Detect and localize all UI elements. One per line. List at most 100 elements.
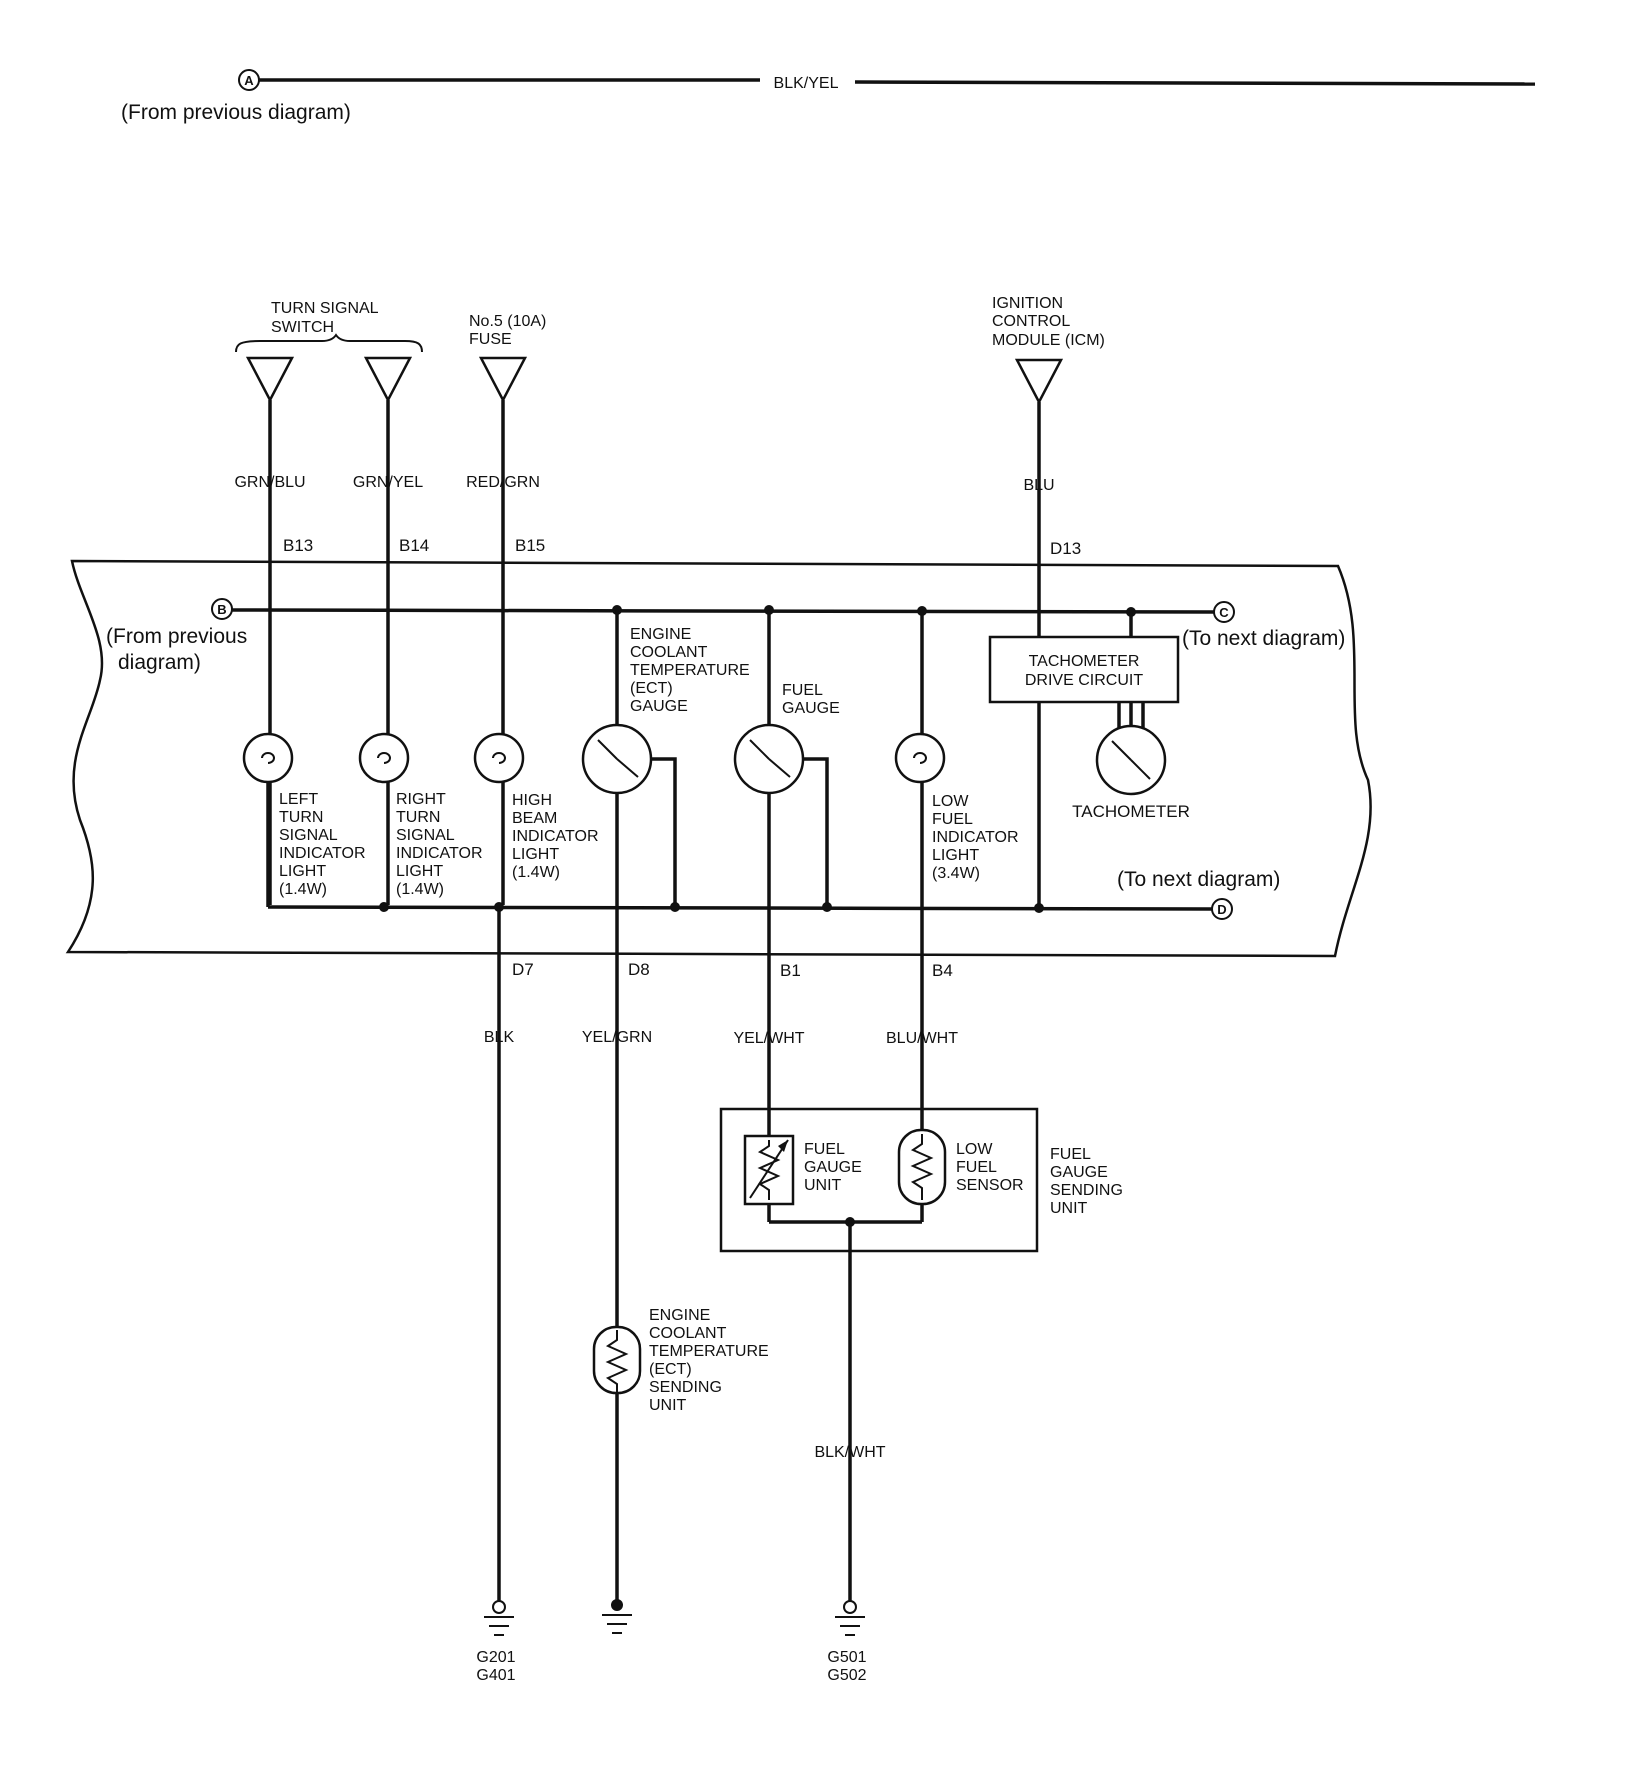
pin-b4: B4 — [932, 961, 953, 980]
turn-signal-switch: TURN SIGNAL SWITCH — [235, 300, 423, 403]
pin-b13: B13 — [283, 536, 313, 555]
svg-text:LIGHT: LIGHT — [932, 847, 979, 864]
wire-yel-grn: YEL/GRN — [582, 1029, 652, 1046]
wire-blu: BLU — [1023, 477, 1054, 494]
svg-text:FUEL: FUEL — [932, 811, 973, 828]
tach-drive-circuit-box — [988, 635, 1180, 704]
pin-d13: D13 — [1050, 539, 1081, 558]
svg-text:(1.4W): (1.4W) — [512, 864, 560, 881]
ground-g502-label: G502 — [827, 1667, 866, 1684]
ground-g501-icon — [835, 1600, 865, 1636]
svg-text:UNIT: UNIT — [804, 1177, 842, 1194]
svg-text:TEMPERATURE: TEMPERATURE — [630, 662, 750, 679]
svg-text:BEAM: BEAM — [512, 810, 557, 827]
fuel-gauge-unit-label: FUEL GAUGE UNIT — [804, 1141, 862, 1194]
svg-text:LIGHT: LIGHT — [279, 863, 326, 880]
svg-text:SENDING: SENDING — [1050, 1182, 1123, 1199]
svg-text:FUEL: FUEL — [1050, 1146, 1091, 1163]
wire-blk: BLK — [484, 1029, 515, 1046]
triangle-d13 — [1014, 358, 1064, 405]
ect-gauge-icon — [581, 723, 653, 795]
svg-text:SIGNAL: SIGNAL — [396, 827, 455, 844]
turn-signal-brace — [235, 333, 423, 353]
svg-text:RIGHT: RIGHT — [396, 791, 446, 808]
top-bus-wire-right — [854, 80, 1536, 86]
component-wires — [615, 610, 1133, 907]
turn-signal-switch-label-1: TURN SIGNAL — [271, 300, 379, 317]
svg-text:(1.4W): (1.4W) — [396, 881, 444, 898]
svg-text:SENDING: SENDING — [649, 1379, 722, 1396]
low-fuel-bulb-icon — [894, 732, 946, 784]
svg-text:LEFT: LEFT — [279, 791, 318, 808]
low-fuel-light-label: LOW FUEL INDICATOR LIGHT (3.4W) — [932, 793, 1019, 882]
pin-b14: B14 — [399, 536, 429, 555]
ect-sending-unit-icon — [592, 1325, 642, 1395]
wire-grn-yel: GRN/YEL — [353, 474, 423, 491]
svg-text:INDICATOR: INDICATOR — [279, 845, 366, 862]
svg-text:FUEL: FUEL — [782, 682, 823, 699]
connector-c-letter: C — [1219, 605, 1229, 620]
right-turn-bulb-icon — [358, 732, 410, 784]
ect-gauge-label: ENGINE COOLANT TEMPERATURE (ECT) GAUGE — [630, 626, 750, 715]
icm-label-3: MODULE (ICM) — [992, 332, 1105, 349]
svg-text:TURN: TURN — [396, 809, 440, 826]
pin-b15: B15 — [515, 536, 545, 555]
svg-text:SIGNAL: SIGNAL — [279, 827, 338, 844]
icm-input: IGNITION CONTROL MODULE (ICM) — [992, 295, 1105, 405]
svg-text:UNIT: UNIT — [649, 1397, 687, 1414]
bus-d: D — [266, 782, 1233, 920]
svg-text:ENGINE: ENGINE — [649, 1307, 710, 1324]
connector-c-circle — [1213, 601, 1235, 623]
low-fuel-sensor-icon — [897, 1128, 947, 1206]
input-wires — [268, 400, 1041, 907]
svg-text:LOW: LOW — [956, 1141, 993, 1158]
svg-text:UNIT: UNIT — [1050, 1200, 1088, 1217]
connector-c-note: (To next diagram) — [1182, 627, 1345, 650]
connector-d-circle — [1211, 898, 1233, 920]
pin-b1: B1 — [780, 961, 801, 980]
fuse-label-1: No.5 (10A) — [469, 313, 546, 330]
ground-g201-label: G201 — [476, 1649, 515, 1666]
fuse-input: No.5 (10A) FUSE — [469, 313, 546, 403]
svg-text:SENSOR: SENSOR — [956, 1177, 1024, 1194]
ground-g201-icon — [484, 1600, 514, 1636]
svg-text:(3.4W): (3.4W) — [932, 865, 980, 882]
svg-text:FUEL: FUEL — [804, 1141, 845, 1158]
ground-ect-icon — [602, 1599, 632, 1634]
fuel-sending-unit-label: FUEL GAUGE SENDING UNIT — [1050, 1146, 1123, 1217]
left-turn-bulb-icon — [242, 732, 294, 784]
wire-blk-wht: BLK/WHT — [814, 1444, 885, 1461]
svg-text:TEMPERATURE: TEMPERATURE — [649, 1343, 769, 1360]
svg-text:GAUGE: GAUGE — [630, 698, 688, 715]
tach-circuit-label-1: TACHOMETER — [1029, 653, 1140, 670]
fuel-sending-unit-box — [719, 1107, 1039, 1253]
connector-d-note: (To next diagram) — [1117, 868, 1280, 891]
svg-text:HIGH: HIGH — [512, 792, 552, 809]
fuel-gauge-unit-icon — [743, 1134, 795, 1206]
svg-text:COOLANT: COOLANT — [630, 644, 708, 661]
fuse-label-2: FUSE — [469, 331, 512, 348]
svg-text:INDICATOR: INDICATOR — [396, 845, 483, 862]
svg-text:FUEL: FUEL — [956, 1159, 997, 1176]
svg-text:INDICATOR: INDICATOR — [512, 828, 599, 845]
output-wires — [497, 905, 924, 1602]
triangle-b14 — [363, 356, 413, 403]
top-bus: A BLK/YEL (From previous diagram) — [121, 69, 1536, 124]
gauge-assembly-outline — [65, 559, 1372, 958]
low-fuel-sensor-label: LOW FUEL SENSOR — [956, 1141, 1024, 1194]
left-turn-label: LEFT TURN SIGNAL INDICATOR LIGHT (1.4W) — [279, 791, 366, 898]
wire-grn-blu: GRN/BLU — [234, 474, 305, 491]
top-bus-wire-color: BLK/YEL — [774, 75, 839, 92]
ect-sending-unit-label: ENGINE COOLANT TEMPERATURE (ECT) SENDING… — [649, 1307, 769, 1414]
fuel-gauge-icon — [733, 723, 805, 795]
triangle-b13 — [245, 356, 295, 403]
high-beam-label: HIGH BEAM INDICATOR LIGHT (1.4W) — [512, 792, 599, 881]
bus-b-c: B C — [211, 598, 1235, 623]
connector-b-circle — [211, 598, 233, 620]
svg-text:LIGHT: LIGHT — [512, 846, 559, 863]
svg-text:ENGINE: ENGINE — [630, 626, 691, 643]
tach-circuit-label-2: DRIVE CIRCUIT — [1025, 672, 1143, 689]
tachometer-icon — [1095, 702, 1167, 796]
pin-d7: D7 — [512, 960, 534, 979]
